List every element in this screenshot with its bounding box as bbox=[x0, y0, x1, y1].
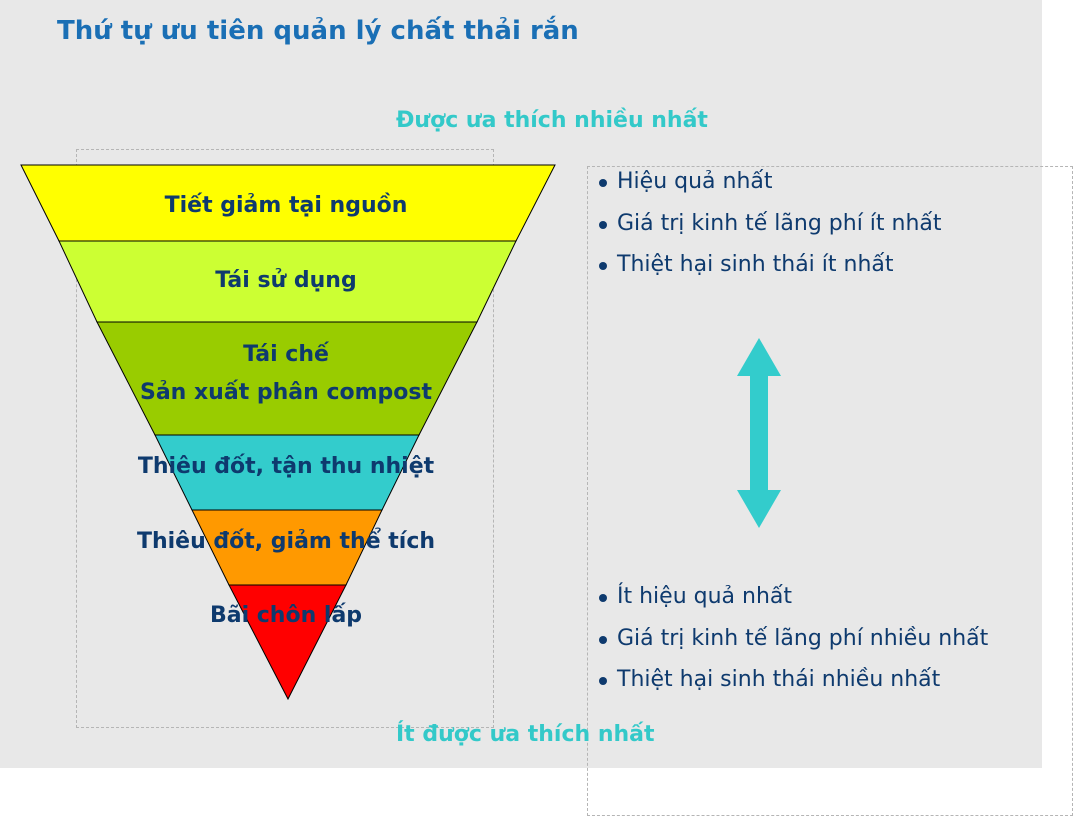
list-item: Giá trị kinh tế lãng phí nhiều nhất bbox=[597, 624, 988, 666]
pyramid-placeholder-frame bbox=[76, 149, 494, 728]
list-item: Thiệt hại sinh thái nhiều nhất bbox=[597, 665, 988, 707]
layer-label-source-reduction: Tiết giảm tại nguồn bbox=[164, 193, 408, 218]
layer-label-incineration-energy: Thiêu đốt, tận thu nhiệt bbox=[137, 454, 435, 479]
double-headed-vertical-arrow-icon bbox=[737, 338, 781, 528]
layer-landfill bbox=[228, 584, 347, 701]
layer-label-composting: Sản xuất phân compost bbox=[139, 380, 432, 405]
most-preferred-traits-list: Hiệu quả nhất Giá trị kinh tế lãng phí í… bbox=[597, 167, 942, 292]
layer-label-reuse: Tái sử dụng bbox=[215, 268, 357, 293]
layer-label-incineration-volume: Thiêu đốt, giảm thể tích bbox=[136, 529, 436, 554]
slide-title: Thứ tự ưu tiên quản lý chất thải rắn bbox=[57, 16, 579, 46]
list-item: Thiệt hại sinh thái ít nhất bbox=[597, 250, 942, 292]
least-preferred-traits-list: Ít hiệu quả nhất Giá trị kinh tế lãng ph… bbox=[597, 582, 988, 707]
least-preferred-label: Ít được ưa thích nhất bbox=[396, 722, 655, 747]
list-item: Giá trị kinh tế lãng phí ít nhất bbox=[597, 209, 942, 251]
layer-recycling-composting bbox=[96, 321, 478, 436]
layer-label-recycling: Tái chế bbox=[243, 342, 329, 367]
most-preferred-label: Được ưa thích nhiều nhất bbox=[396, 108, 708, 133]
list-item: Ít hiệu quả nhất bbox=[597, 582, 988, 624]
layer-label-landfill: Bãi chôn lấp bbox=[209, 603, 363, 628]
list-item: Hiệu quả nhất bbox=[597, 167, 942, 209]
